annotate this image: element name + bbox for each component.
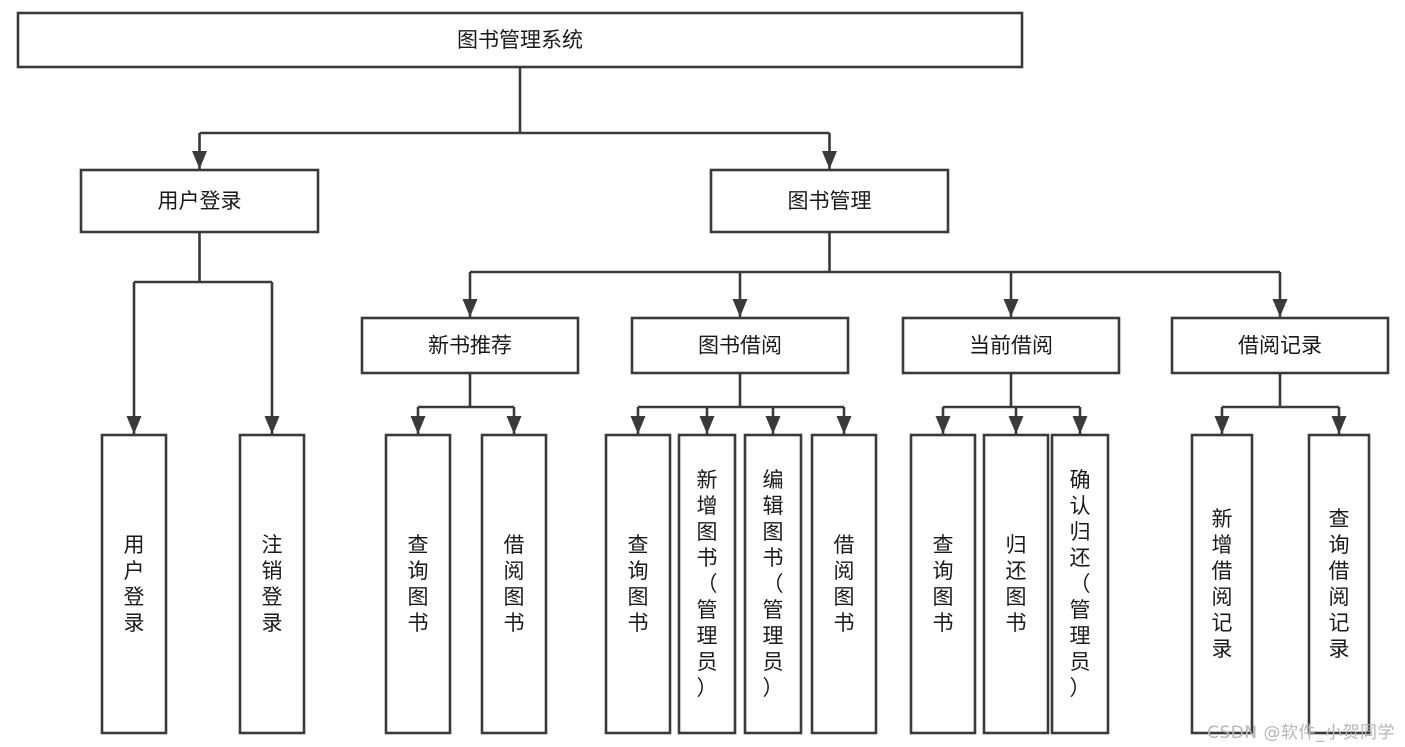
arrow-head-icon [935, 416, 951, 434]
node-label-leaf-user-login: 用户登录 [124, 533, 145, 635]
labels-layer: 图书管理系统用户登录图书管理新书推荐图书借阅当前借阅借阅记录用户登录注销登录查询… [124, 28, 1350, 700]
node-label-leaf-borrow-book-1: 借阅图书 [504, 533, 525, 635]
arrow-head-icon [264, 416, 280, 434]
csdn-watermark: CSDN @软件_小贺同学 [1207, 723, 1395, 743]
node-box-new-book-rec[interactable] [360, 316, 580, 375]
node-box-leaf-query-book-3[interactable] [909, 433, 977, 735]
arrow-head-icon [506, 416, 522, 434]
node-box-leaf-borrow-book-2[interactable] [810, 433, 878, 735]
arrow-head-icon [836, 416, 852, 434]
arrow-head-icon [126, 416, 142, 434]
node-label-current-borrow: 当前借阅 [969, 334, 1053, 358]
node-label-leaf-confirm-return: 确认归还（管理员） [1070, 468, 1091, 700]
node-box-book-manage[interactable] [709, 168, 950, 234]
node-box-user-login[interactable] [79, 168, 320, 234]
node-box-leaf-query-record[interactable] [1307, 433, 1371, 735]
node-box-current-borrow[interactable] [901, 316, 1121, 375]
node-label-borrow-record: 借阅记录 [1238, 334, 1322, 358]
node-label-leaf-add-book: 新增图书（管理员） [697, 468, 718, 700]
connectors-layer [126, 67, 1347, 434]
node-box-leaf-logout[interactable] [238, 433, 306, 735]
arrow-head-icon [1072, 416, 1088, 434]
arrow-head-icon [1008, 416, 1024, 434]
node-box-book-borrow[interactable] [630, 316, 850, 375]
node-box-leaf-edit-book[interactable] [743, 433, 803, 735]
node-label-leaf-borrow-book-2: 借阅图书 [834, 533, 855, 635]
node-box-leaf-borrow-book-1[interactable] [480, 433, 548, 735]
node-label-leaf-query-book-3: 查询图书 [933, 533, 954, 635]
arrow-head-icon [462, 299, 478, 317]
boxes-layer [16, 11, 1390, 735]
arrow-head-icon [1272, 299, 1288, 317]
node-label-leaf-query-record: 查询借阅记录 [1329, 507, 1350, 661]
node-box-leaf-query-book-1[interactable] [384, 433, 452, 735]
node-box-leaf-return-book[interactable] [982, 433, 1050, 735]
arrow-head-icon [1331, 416, 1347, 434]
node-label-root: 图书管理系统 [457, 28, 583, 52]
arrow-head-icon [1214, 416, 1230, 434]
arrow-head-icon [765, 416, 781, 434]
node-box-root[interactable] [16, 11, 1024, 69]
node-box-leaf-user-login[interactable] [100, 433, 168, 735]
node-label-book-manage: 图书管理 [788, 189, 872, 213]
node-box-leaf-add-book[interactable] [677, 433, 737, 735]
node-label-leaf-logout: 注销登录 [262, 533, 283, 635]
arrow-head-icon [732, 299, 748, 317]
arrow-head-icon [822, 151, 837, 169]
arrow-head-icon [630, 416, 646, 434]
node-box-leaf-add-record[interactable] [1190, 433, 1254, 735]
node-box-borrow-record[interactable] [1170, 316, 1390, 375]
node-label-leaf-add-record: 新增借阅记录 [1212, 507, 1233, 661]
node-label-leaf-query-book-2: 查询图书 [628, 533, 649, 635]
arrow-head-icon [699, 416, 715, 434]
arrow-head-icon [1003, 299, 1019, 317]
node-box-leaf-confirm-return[interactable] [1050, 433, 1110, 735]
node-label-leaf-edit-book: 编辑图书（管理员） [763, 468, 784, 700]
arrow-head-icon [410, 416, 426, 434]
node-label-leaf-query-book-1: 查询图书 [408, 533, 429, 635]
arrow-head-icon [192, 151, 207, 169]
node-label-book-borrow: 图书借阅 [698, 334, 782, 358]
node-box-leaf-query-book-2[interactable] [604, 433, 672, 735]
node-label-new-book-rec: 新书推荐 [428, 334, 512, 358]
node-label-user-login: 用户登录 [158, 189, 242, 213]
node-label-leaf-return-book: 归还图书 [1006, 533, 1027, 635]
